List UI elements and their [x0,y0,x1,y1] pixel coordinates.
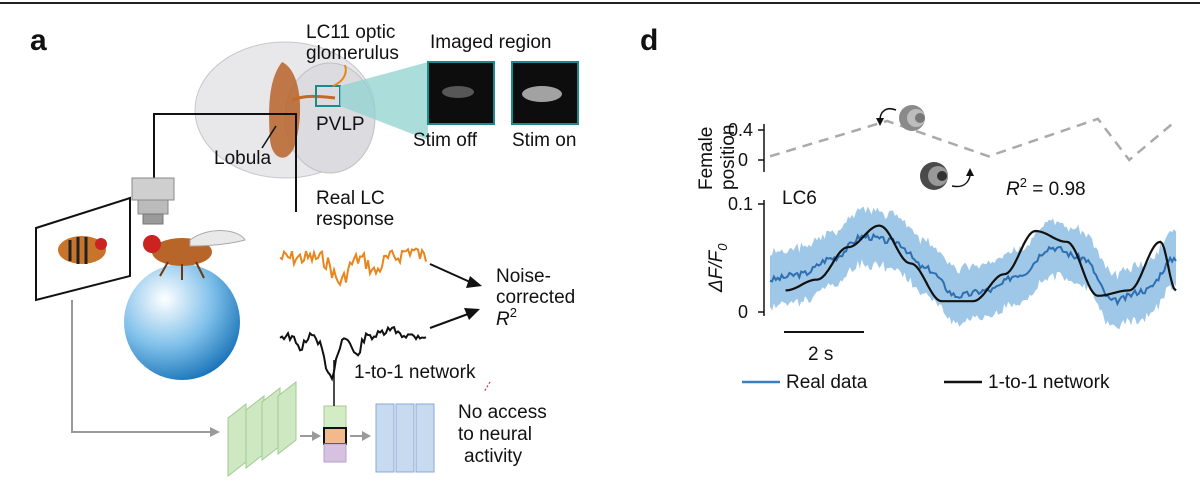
lobula-neurons [269,62,301,158]
glomerulus-arrow [332,64,347,87]
treadmill-ball [124,264,240,380]
no-access-label-3: activity [464,446,523,467]
lobula-label: Lobula [214,148,271,169]
bottleneck-layer [323,405,347,463]
female-tick-high: 0.4 [728,120,753,140]
panel-a-letter: a [30,24,47,57]
stim-on-label: Stim on [512,130,576,151]
panel-d-letter: d [640,24,658,57]
legend-label-network: 1-to-1 network [988,372,1110,393]
no-access-label-1: No access [458,402,547,423]
no-access-pointer [483,381,491,393]
df-tick-zero: 0 [738,302,748,322]
female-fly-icon-near [920,162,948,190]
lobula-pointer [261,125,277,149]
real-lc-response-trace [279,247,427,287]
scalebar-label: 2 s [808,344,833,365]
df-tick-high: 0.1 [728,194,753,214]
network-prediction-trace [785,224,1177,303]
female-axis-label-1: Female [696,127,717,190]
female-tick-zero: 0 [738,150,748,170]
brain-illustration [194,41,376,179]
real-response-label-1: Real LC [316,188,385,209]
microscope-connector [153,113,297,212]
noise-label-1: Noise- [496,266,551,287]
decoder-layers [375,403,435,473]
network-to-r2-arrow [429,313,469,329]
stimulus-to-network-arrow [71,300,210,433]
female-fly-icon-far [899,105,925,131]
network-label: 1-to-1 network [354,362,476,383]
stim-off-label: Stim off [413,130,478,151]
imaged-region-label: Imaged region [430,32,551,53]
cell-type-label: LC6 [782,188,817,209]
legend: Real data 1-to-1 network [742,372,1110,393]
real-to-r2-arrow [429,263,471,283]
real-data-mean-trace [769,232,1177,307]
microscope-objective [131,177,175,225]
glomerulus-label-2: glomerulus [306,43,399,64]
legend-label-real: Real data [786,372,868,393]
no-access-label-2: to neural [458,424,532,445]
imaged-region-projection [340,62,428,140]
female-position-trace [769,117,1173,162]
network-response-trace [279,325,427,382]
conv-layers [227,380,297,478]
noise-r2-label: R2 [496,305,517,330]
glomerulus-label-1: LC11 optic [306,22,395,43]
noise-label-2: corrected [496,287,575,308]
female-axis-label-2: position [718,125,739,191]
r2-value-label: R2 = 0.98 [1006,175,1086,200]
tethered-fly [143,230,246,280]
real-response-label-2: response [316,209,394,230]
pvlp-label: PVLP [316,114,365,135]
df-axis-label: ΔF/F0 [706,243,730,293]
